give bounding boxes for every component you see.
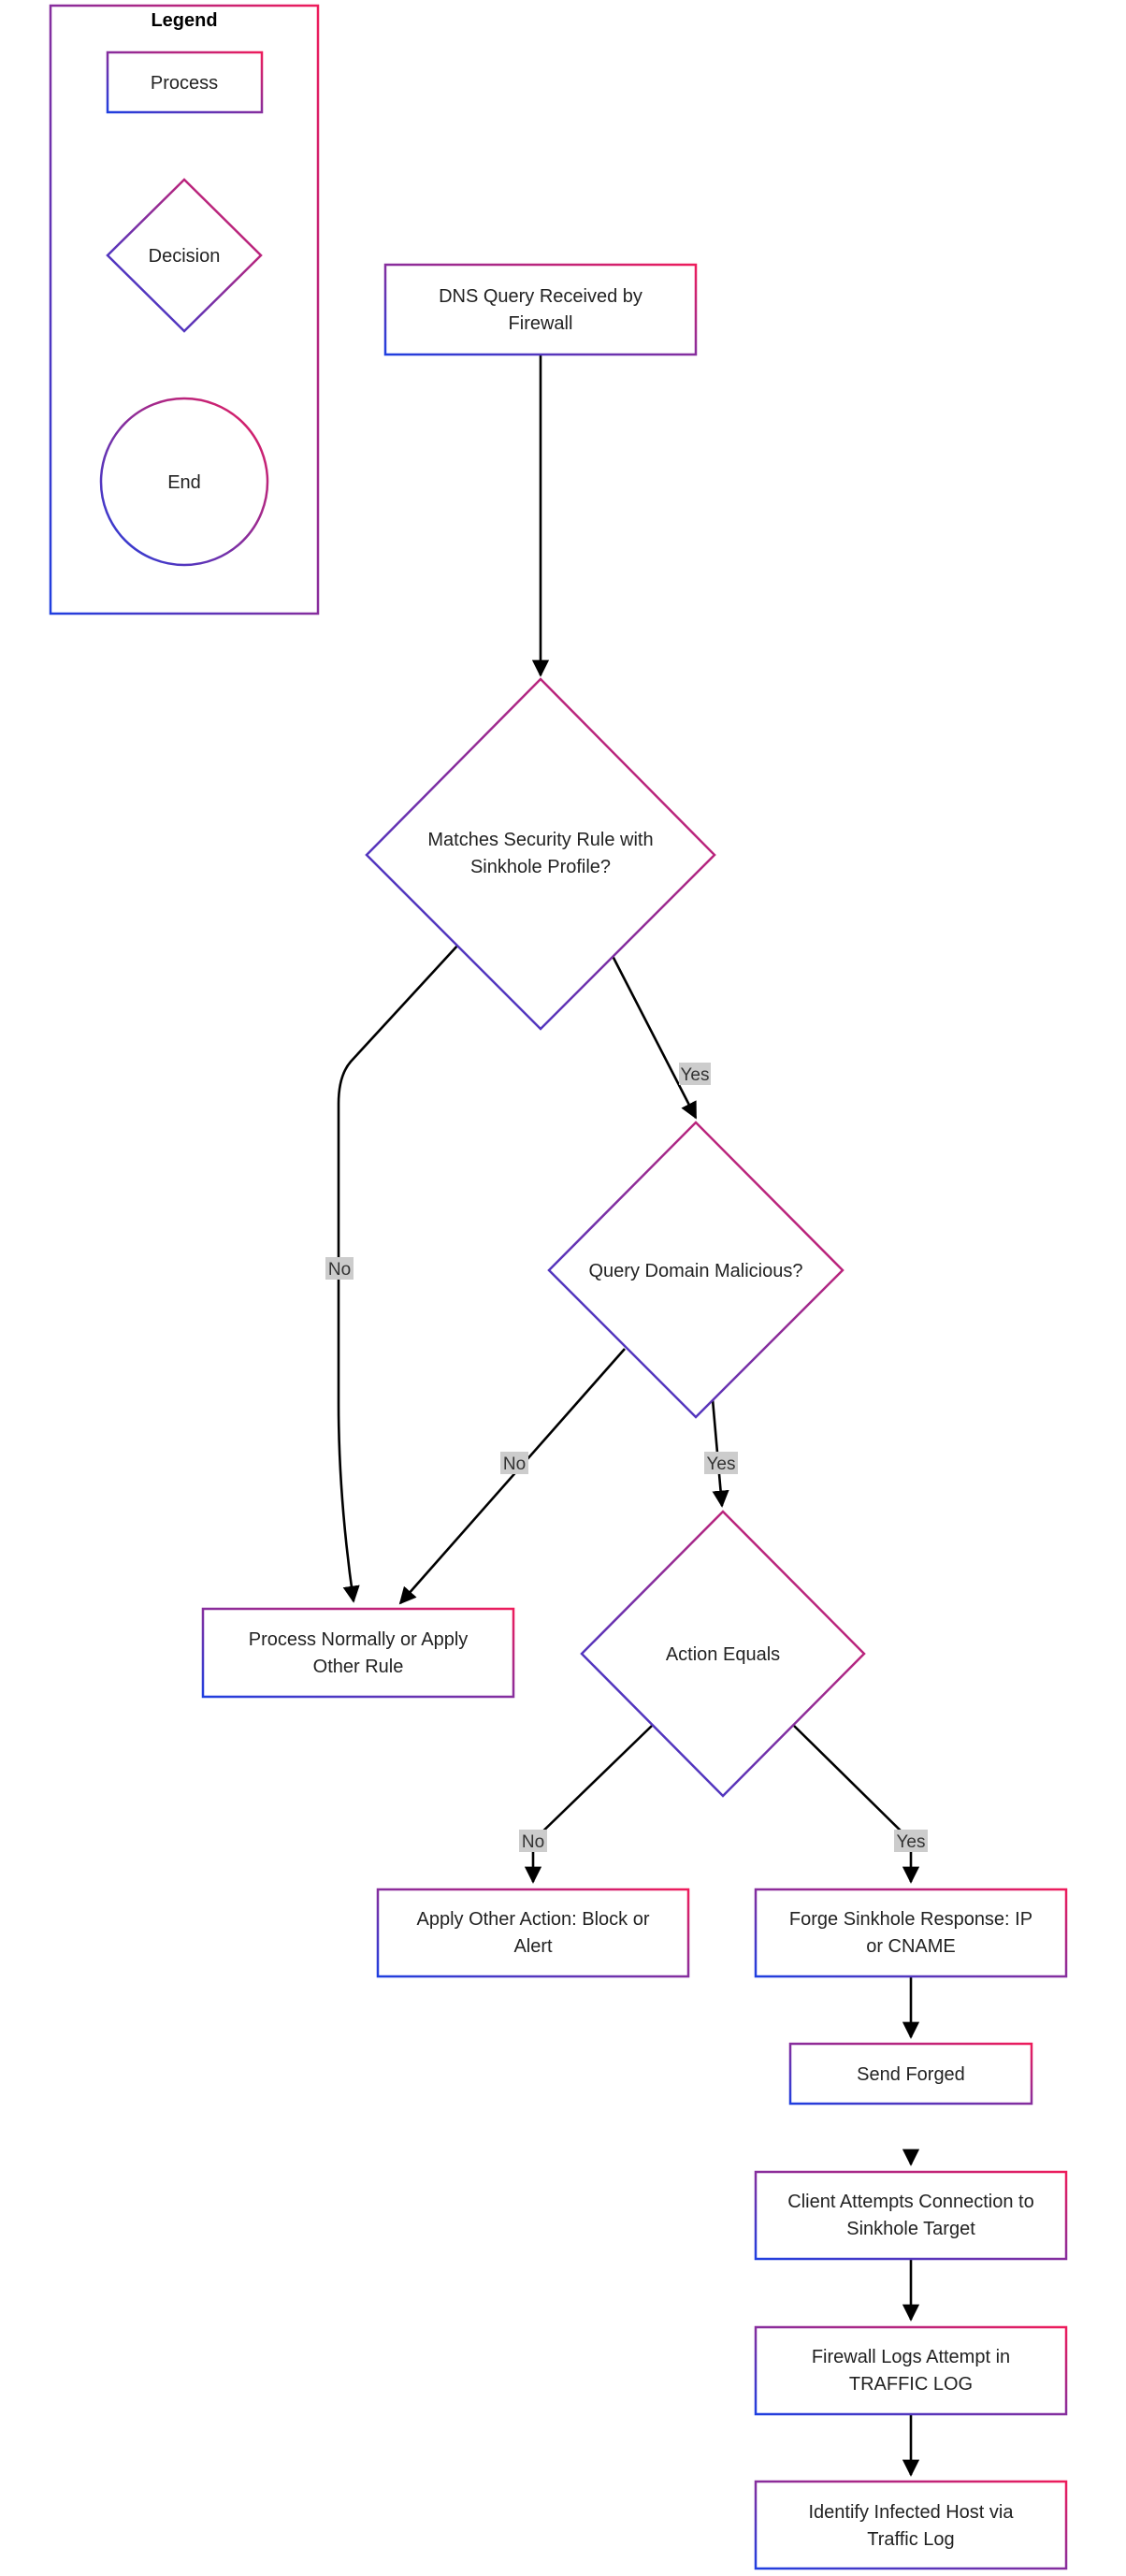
node-text-line2: Other Rule <box>313 1657 404 1677</box>
node-text-line2: Traffic Log <box>867 2529 954 2550</box>
node-dns-query: DNS Query Received by Firewall <box>383 263 698 356</box>
node-text-line1: Firewall Logs Attempt in <box>812 2347 1010 2367</box>
node-text-line2: Firewall <box>509 313 573 334</box>
node-client-attempts: Client Attempts Connection to Sinkhole T… <box>754 2170 1068 2261</box>
node-text-line1: Client Attempts Connection to <box>787 2192 1033 2212</box>
process-box <box>383 263 698 356</box>
node-text-line2: Alert <box>513 1936 553 1957</box>
edge-rule-yes <box>611 955 698 1120</box>
legend-end-shape <box>99 397 269 567</box>
legend-frame <box>49 4 320 615</box>
node-text-line1: Process Normally or Apply <box>249 1629 469 1650</box>
edge-label-bg <box>325 1257 354 1280</box>
edge-label-malicious-no: No <box>503 1454 526 1474</box>
edge-label-bg <box>704 1452 738 1474</box>
node-text-line2: Sinkhole Profile? <box>470 857 611 877</box>
edges <box>337 355 920 2477</box>
node-text-line1: DNS Query Received by <box>439 286 642 307</box>
edge-label-malicious-yes: Yes <box>707 1454 736 1474</box>
edge-action-no <box>524 1725 653 1884</box>
node-action-equals: Action Equals <box>580 1510 866 1798</box>
legend-decision-shape <box>106 178 263 333</box>
node-process-normally: Process Normally or Apply Other Rule <box>201 1607 515 1699</box>
node-text-line1: Apply Other Action: Block or <box>416 1909 649 1930</box>
edge-rule-no <box>337 944 459 1603</box>
node-identify-host: Identify Infected Host via Traffic Log <box>754 2480 1068 2570</box>
node-text-line1: Send Forged <box>857 2064 965 2085</box>
edge-labels: No Yes No Yes No Yes <box>325 1063 928 1852</box>
node-text-line1: Identify Infected Host via <box>808 2502 1014 2523</box>
node-text-line1: Forge Sinkhole Response: IP <box>789 1909 1032 1930</box>
edge-label-rule-no: No <box>328 1260 351 1280</box>
legend-end-label: End <box>167 472 201 493</box>
edge-label-rule-yes: Yes <box>681 1065 710 1085</box>
edge-label-bg <box>519 1830 547 1852</box>
process-box <box>376 1888 690 1978</box>
node-text-line1: Action Equals <box>666 1644 780 1665</box>
edge-label-bg <box>894 1830 928 1852</box>
node-text-line1: Query Domain Malicious? <box>589 1261 803 1281</box>
legend: Legend Process Decision End <box>49 4 320 615</box>
edge-label-action-no: No <box>522 1832 544 1852</box>
legend-decision-label: Decision <box>149 246 221 267</box>
node-text-line2: or CNAME <box>866 1936 956 1957</box>
node-send-forged: Send Forged <box>788 2042 1033 2106</box>
node-text-line1: Matches Security Rule with <box>427 830 653 850</box>
edge-malicious-no <box>398 1348 626 1605</box>
process-box <box>754 2480 1068 2570</box>
legend-title: Legend <box>151 10 217 31</box>
node-firewall-logs: Firewall Logs Attempt in TRAFFIC LOG <box>754 2325 1068 2416</box>
edge-label-action-yes: Yes <box>897 1832 926 1852</box>
process-box <box>754 2170 1068 2261</box>
decision-diamond <box>580 1510 866 1798</box>
edge-label-bg <box>500 1452 528 1474</box>
legend-process-label: Process <box>151 73 218 94</box>
process-box <box>201 1607 515 1699</box>
node-text-line2: TRAFFIC LOG <box>849 2374 973 2395</box>
decision-diamond <box>365 677 716 1031</box>
process-box <box>754 2325 1068 2416</box>
node-forge-response: Forge Sinkhole Response: IP or CNAME <box>754 1888 1068 1978</box>
node-matches-rule: Matches Security Rule with Sinkhole Prof… <box>365 677 716 1031</box>
node-text-line2: Sinkhole Target <box>846 2219 975 2239</box>
edge-action-yes <box>793 1725 920 1884</box>
process-box <box>754 1888 1068 1978</box>
process-box <box>788 2042 1033 2106</box>
decision-diamond <box>547 1121 844 1419</box>
node-query-malicious: Query Domain Malicious? <box>547 1121 844 1419</box>
node-apply-other: Apply Other Action: Block or Alert <box>376 1888 690 1978</box>
legend-process-shape <box>106 51 264 114</box>
edge-label-bg <box>679 1063 711 1085</box>
